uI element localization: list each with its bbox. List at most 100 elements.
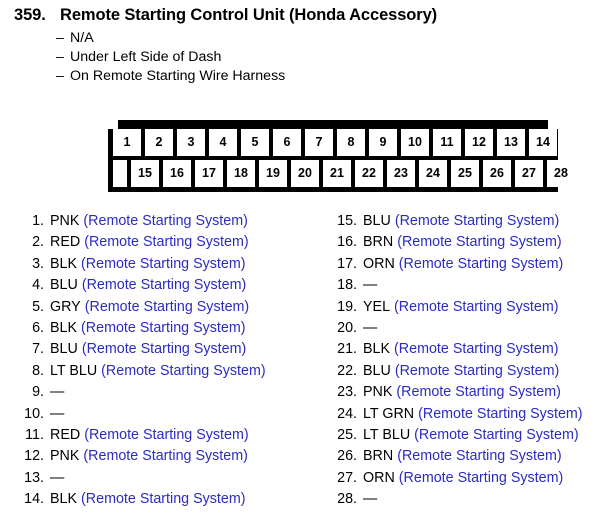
pin-list-item: 19.YEL(Remote Starting System) bbox=[329, 297, 614, 318]
pin-system-label: (Remote Starting System) bbox=[394, 213, 560, 229]
pin-list-item: 12.PNK(Remote Starting System) bbox=[16, 446, 307, 467]
detail-list: –N/A–Under Left Side of Dash–On Remote S… bbox=[0, 29, 615, 86]
connector-pin-6[interactable]: 6 bbox=[273, 129, 301, 156]
pin-list-item: 18.— bbox=[329, 275, 614, 296]
pin-wire-color: LT BLU bbox=[363, 427, 411, 444]
connector-pin-5[interactable]: 5 bbox=[241, 129, 269, 156]
pin-number: 2. bbox=[32, 234, 44, 251]
pin-list-item: 17.ORN(Remote Starting System) bbox=[329, 254, 614, 275]
pin-system-label: (Remote Starting System) bbox=[394, 362, 560, 379]
connector-pin-21[interactable]: 21 bbox=[323, 160, 351, 187]
page-title: 359. Remote Starting Control Unit (Honda… bbox=[0, 6, 615, 25]
connector-pin-15[interactable]: 15 bbox=[131, 160, 159, 187]
pin-wire-color: PNK bbox=[363, 384, 393, 401]
connector-pin-23[interactable]: 23 bbox=[387, 160, 415, 187]
connector-pin-19[interactable]: 19 bbox=[259, 160, 287, 187]
connector-pin-2[interactable]: 2 bbox=[145, 129, 173, 156]
pin-list-item: 10. — bbox=[16, 404, 307, 425]
connector-pin-9[interactable]: 9 bbox=[369, 129, 397, 156]
pin-number: 18. bbox=[337, 277, 357, 294]
pin-system-label: (Remote Starting System) bbox=[81, 491, 246, 508]
corner-notch-right bbox=[548, 120, 558, 129]
detail-item: –N/A bbox=[56, 29, 615, 48]
pin-wire-color: RED bbox=[50, 234, 81, 251]
pin-number: 15. bbox=[337, 213, 357, 229]
entry-title: Remote Starting Control Unit (Honda Acce… bbox=[60, 6, 438, 24]
connector-pin-18[interactable]: 18 bbox=[227, 160, 255, 187]
connector-pin-22[interactable]: 22 bbox=[355, 160, 383, 187]
pin-list-item: 13.— bbox=[16, 468, 307, 489]
pin-number: 25. bbox=[337, 427, 357, 444]
pin-empty-marker: — bbox=[363, 491, 378, 508]
pin-list-item: 23.PNK(Remote Starting System) bbox=[329, 382, 614, 403]
pin-system-label: (Remote Starting System) bbox=[81, 320, 246, 337]
pin-system-label: (Remote Starting System) bbox=[394, 341, 559, 358]
detail-text: On Remote Starting Wire Harness bbox=[70, 68, 286, 84]
connector-pin-14[interactable]: 14 bbox=[529, 129, 557, 156]
pin-number: 10. bbox=[24, 405, 44, 422]
connector-pin-16[interactable]: 16 bbox=[163, 160, 191, 187]
pin-number: 3. bbox=[32, 255, 44, 272]
pin-wire-color: BLK bbox=[50, 255, 78, 272]
pin-list-item: 9.— bbox=[16, 382, 307, 403]
pin-assignment-lists: 1.PNK(Remote Starting System)2.RED(Remot… bbox=[0, 211, 615, 511]
pin-list-item: 24.LT GRN(Remote Starting System) bbox=[329, 404, 614, 425]
pin-row-bottom-start-blank bbox=[113, 160, 127, 187]
connector-pin-17[interactable]: 17 bbox=[195, 160, 223, 187]
pin-number: 7. bbox=[32, 341, 44, 358]
detail-item: –On Remote Starting Wire Harness bbox=[56, 67, 615, 86]
pin-list-item: 2.RED(Remote Starting System) bbox=[16, 232, 307, 253]
pin-number: 23. bbox=[337, 384, 357, 401]
connector-pin-20[interactable]: 20 bbox=[291, 160, 319, 187]
pin-system-label: (Remote Starting System) bbox=[101, 362, 266, 379]
connector-pin-27[interactable]: 27 bbox=[515, 160, 543, 187]
pin-list-item: 7.BLU(Remote Starting System) bbox=[16, 339, 307, 360]
pin-number: 11. bbox=[25, 427, 44, 444]
connector-pin-3[interactable]: 3 bbox=[177, 129, 205, 156]
connector-pin-28[interactable]: 28 bbox=[547, 160, 575, 187]
pin-number: 14. bbox=[24, 491, 44, 508]
pin-number: 1. bbox=[32, 213, 44, 229]
connector-pin-8[interactable]: 8 bbox=[337, 129, 365, 156]
entry-number: 359. bbox=[14, 6, 46, 24]
detail-text: N/A bbox=[70, 30, 94, 46]
connector-pin-25[interactable]: 25 bbox=[451, 160, 479, 187]
pin-system-label: (Remote Starting System) bbox=[414, 427, 579, 444]
pin-system-label: (Remote Starting System) bbox=[418, 405, 583, 422]
pin-wire-color: GRY bbox=[50, 298, 81, 315]
connector-pin-1[interactable]: 1 bbox=[113, 129, 141, 156]
pin-wire-color: BRN bbox=[363, 234, 394, 251]
pin-empty-marker: — bbox=[50, 469, 65, 486]
pin-number: 28. bbox=[337, 491, 357, 508]
pin-wire-color: BLK bbox=[50, 491, 78, 508]
pin-system-label: (Remote Starting System) bbox=[83, 213, 248, 229]
pin-number: 20. bbox=[337, 320, 357, 337]
connector-pin-11[interactable]: 11 bbox=[433, 129, 461, 156]
connector-pin-12[interactable]: 12 bbox=[465, 129, 493, 156]
pin-empty-marker: — bbox=[363, 320, 378, 337]
pin-number: 9. bbox=[32, 384, 44, 401]
pin-list-item: 6.BLK(Remote Starting System) bbox=[16, 318, 307, 339]
pin-wire-color: PNK bbox=[50, 213, 80, 229]
pin-number: 17. bbox=[337, 255, 357, 272]
pin-system-label: (Remote Starting System) bbox=[81, 255, 246, 272]
pin-list-item: 26.BRN(Remote Starting System) bbox=[329, 446, 614, 467]
pin-wire-color: BRN bbox=[363, 448, 394, 465]
pin-wire-color: BLU bbox=[50, 341, 78, 358]
pin-empty-marker: — bbox=[50, 405, 65, 422]
connector-pin-24[interactable]: 24 bbox=[419, 160, 447, 187]
connector-pin-13[interactable]: 13 bbox=[497, 129, 525, 156]
pin-list-item: 16.BRN(Remote Starting System) bbox=[329, 232, 614, 253]
pin-wire-color: RED bbox=[50, 427, 81, 444]
pin-number: 12. bbox=[24, 448, 44, 465]
connector-pin-4[interactable]: 4 bbox=[209, 129, 237, 156]
pin-number: 27. bbox=[337, 469, 357, 486]
connector-pin-26[interactable]: 26 bbox=[483, 160, 511, 187]
connector-pin-10[interactable]: 10 bbox=[401, 129, 429, 156]
pin-system-label: (Remote Starting System) bbox=[84, 427, 249, 444]
connector-pin-7[interactable]: 7 bbox=[305, 129, 333, 156]
